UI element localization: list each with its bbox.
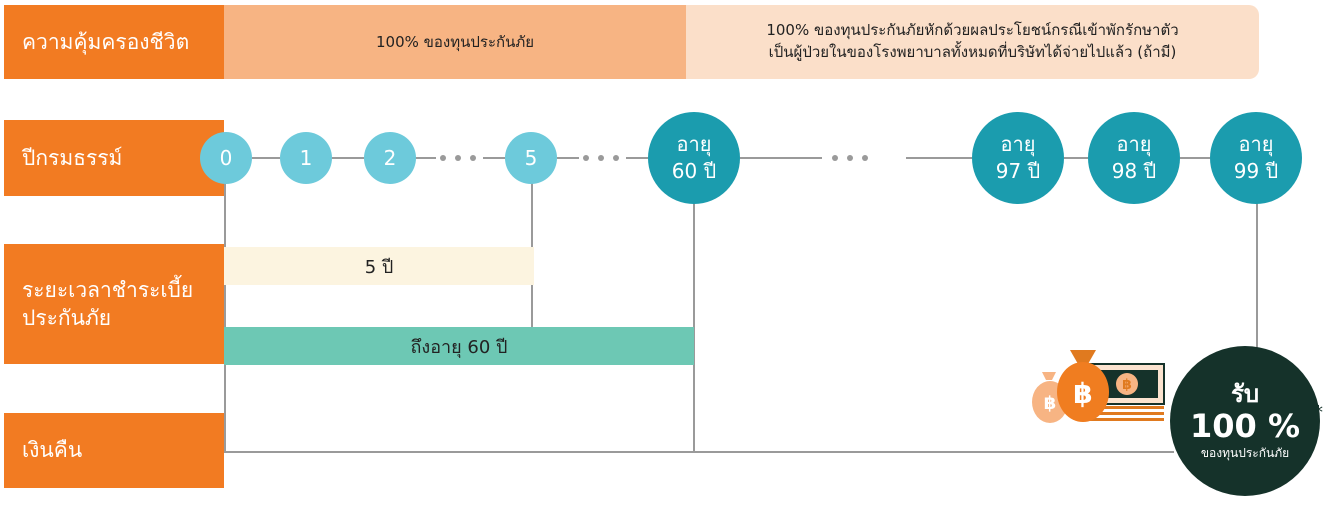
- year-circle-0: 0: [200, 132, 252, 184]
- refund-badge-line2: 100 %: [1190, 407, 1300, 446]
- year-circle-5: 5: [505, 132, 557, 184]
- label-refund-text: เงินคืน: [22, 438, 83, 463]
- timeline-segment: [330, 157, 364, 159]
- age-circle-60: อายุ 60 ปี: [648, 112, 740, 204]
- age-circle-60-line1: อายุ: [676, 132, 712, 156]
- age-circle-97: อายุ 97 ปี: [972, 112, 1064, 204]
- refund-badge-line1: รับ: [1230, 379, 1260, 408]
- timeline-ellipsis: [440, 155, 476, 161]
- guide-line-age-99: [1256, 190, 1258, 350]
- refund-100-percent-badge: รับ 100 % ของทุนประกันภัย: [1170, 346, 1320, 496]
- coverage-net-band: 100% ของทุนประกันภัยหักด้วยผลประโยชน์กรณ…: [686, 5, 1259, 79]
- label-policy-year: ปีกรมธรรม์: [4, 120, 224, 196]
- timeline-segment: [557, 157, 579, 159]
- timeline-ellipsis: [832, 155, 868, 161]
- year-circle-1: 1: [280, 132, 332, 184]
- age-circle-99: อายุ 99 ปี: [1210, 112, 1302, 204]
- coverage-full-band: 100% ของทุนประกันภัย: [224, 5, 686, 79]
- age-circle-99-line2: 99 ปี: [1233, 159, 1279, 183]
- coverage-net-text-line2: เป็นผู้ป่วยในของโรงพยาบาลทั้งหมดที่บริษั…: [768, 43, 1177, 61]
- timeline-ellipsis: [583, 155, 619, 161]
- label-policy-year-text: ปีกรมธรรม์: [22, 145, 123, 170]
- age-circle-98-line1: อายุ: [1116, 132, 1152, 156]
- timeline-segment: [740, 157, 822, 159]
- money-bags-banknotes-icon: ฿ ฿ ฿: [1032, 350, 1165, 423]
- guide-line-year-0: [224, 170, 226, 451]
- timeline-segment: [906, 157, 972, 159]
- label-payment-period-text: ระยะเวลาชำระเบี้ยประกันภัย: [22, 277, 194, 330]
- refund-footnote-mark: *: [1314, 402, 1323, 423]
- year-circle-0-text: 0: [219, 146, 233, 170]
- payment-bar-5-years-text: 5 ปี: [364, 256, 394, 278]
- guide-line-age-60: [693, 190, 695, 451]
- year-circle-5-text: 5: [524, 146, 538, 170]
- payment-bar-to-age-60-text: ถึงอายุ 60 ปี: [410, 336, 508, 358]
- label-refund: เงินคืน: [4, 413, 224, 488]
- svg-text:฿: ฿: [1122, 377, 1132, 393]
- payment-bar-to-age-60: ถึงอายุ 60 ปี: [224, 327, 694, 365]
- refund-badge-line3: ของทุนประกันภัย: [1200, 445, 1290, 460]
- svg-text:฿: ฿: [1044, 393, 1057, 414]
- timeline-segment: [414, 157, 436, 159]
- svg-text:฿: ฿: [1073, 377, 1092, 410]
- coverage-full-text: 100% ของทุนประกันภัย: [375, 33, 535, 51]
- timeline-segment: [1180, 157, 1210, 159]
- label-life-coverage: ความคุ้มครองชีวิต: [4, 5, 224, 79]
- timeline-segment: [626, 157, 648, 159]
- age-circle-99-line1: อายุ: [1238, 132, 1274, 156]
- payment-bar-5-years: 5 ปี: [224, 247, 534, 285]
- age-circle-98-line2: 98 ปี: [1111, 159, 1157, 183]
- label-life-coverage-text: ความคุ้มครองชีวิต: [22, 29, 190, 54]
- label-payment-period: ระยะเวลาชำระเบี้ยประกันภัย: [4, 244, 224, 364]
- timeline-segment: [483, 157, 505, 159]
- age-circle-60-line2: 60 ปี: [671, 159, 717, 183]
- age-circle-98: อายุ 98 ปี: [1088, 112, 1180, 204]
- year-circle-2: 2: [364, 132, 416, 184]
- coverage-net-text-line1: 100% ของทุนประกันภัยหักด้วยผลประโยชน์กรณ…: [766, 21, 1179, 40]
- year-circle-2-text: 2: [383, 146, 397, 170]
- refund-baseline: [224, 451, 1174, 453]
- year-circle-1-text: 1: [299, 146, 313, 170]
- timeline-segment: [252, 157, 280, 159]
- timeline-segment: [1064, 157, 1088, 159]
- age-circle-97-line2: 97 ปี: [995, 159, 1041, 183]
- age-circle-97-line1: อายุ: [1000, 132, 1036, 156]
